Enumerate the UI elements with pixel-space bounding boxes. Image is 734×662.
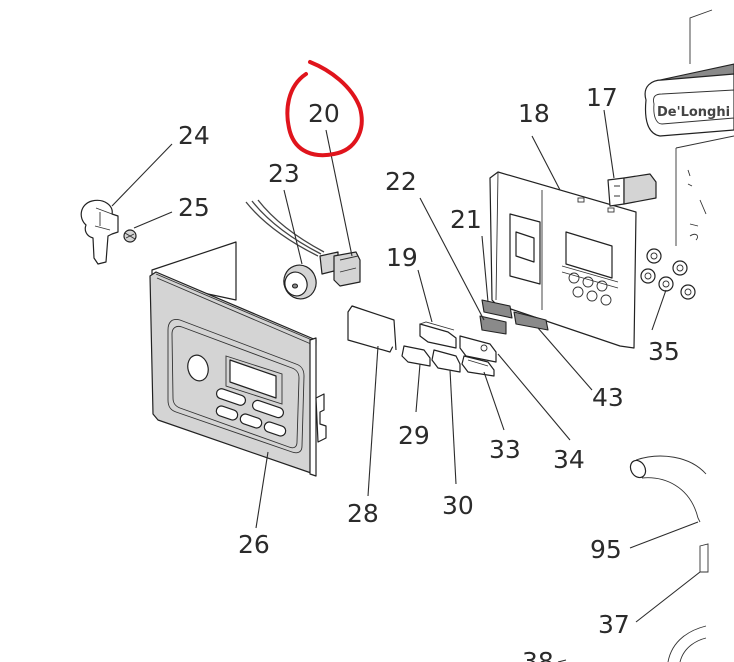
part-38-hose[interactable] [667, 625, 707, 662]
label-30[interactable]: 30 [442, 491, 474, 520]
highlight-circle [285, 60, 364, 158]
part-34-button[interactable] [459, 335, 497, 363]
label-28[interactable]: 28 [347, 499, 379, 528]
part-22-connector[interactable] [479, 315, 507, 335]
label-34[interactable]: 34 [553, 445, 585, 474]
part-19-button[interactable] [419, 321, 457, 349]
part-29-button[interactable] [401, 345, 431, 367]
brand-logo: De'Longhi [657, 105, 730, 120]
label-29[interactable]: 29 [398, 421, 430, 450]
label-22[interactable]: 22 [385, 167, 417, 196]
part-37-fitting[interactable] [699, 543, 709, 573]
label-19[interactable]: 19 [386, 243, 418, 272]
part-23-buzzer[interactable] [245, 199, 325, 303]
part-30-button[interactable] [431, 349, 461, 373]
part-21-connector[interactable] [481, 299, 513, 319]
part-25-screw[interactable] [123, 229, 137, 243]
label-18[interactable]: 18 [518, 99, 550, 128]
label-23[interactable]: 23 [268, 159, 300, 188]
label-33[interactable]: 33 [489, 435, 521, 464]
label-24[interactable]: 24 [178, 121, 210, 150]
label-35[interactable]: 35 [648, 337, 680, 366]
part-labels: 24 25 20 23 22 18 17 21 19 35 43 29 33 3… [178, 83, 680, 662]
part-28-plate[interactable] [347, 305, 397, 353]
part-18-frame[interactable] [489, 171, 637, 349]
part-43-connector[interactable] [513, 311, 549, 331]
part-33-button[interactable] [461, 355, 495, 377]
label-26[interactable]: 26 [238, 530, 270, 559]
machine-body: De'Longhi [644, 9, 734, 246]
part-95-hose[interactable] [627, 455, 707, 523]
part-20-connector[interactable] [319, 251, 361, 287]
part-26-front-panel[interactable] [149, 241, 327, 477]
label-43[interactable]: 43 [592, 383, 624, 412]
label-95[interactable]: 95 [590, 535, 622, 564]
part-35-grommets[interactable] [640, 248, 696, 300]
label-17[interactable]: 17 [586, 83, 618, 112]
part-17-switch[interactable] [607, 173, 657, 207]
leader-lines [111, 109, 701, 662]
label-20[interactable]: 20 [308, 99, 340, 128]
label-38[interactable]: 38 [522, 647, 554, 662]
part-24-knob[interactable] [80, 199, 119, 265]
label-37[interactable]: 37 [598, 610, 630, 639]
label-25[interactable]: 25 [178, 193, 210, 222]
label-21[interactable]: 21 [450, 205, 482, 234]
